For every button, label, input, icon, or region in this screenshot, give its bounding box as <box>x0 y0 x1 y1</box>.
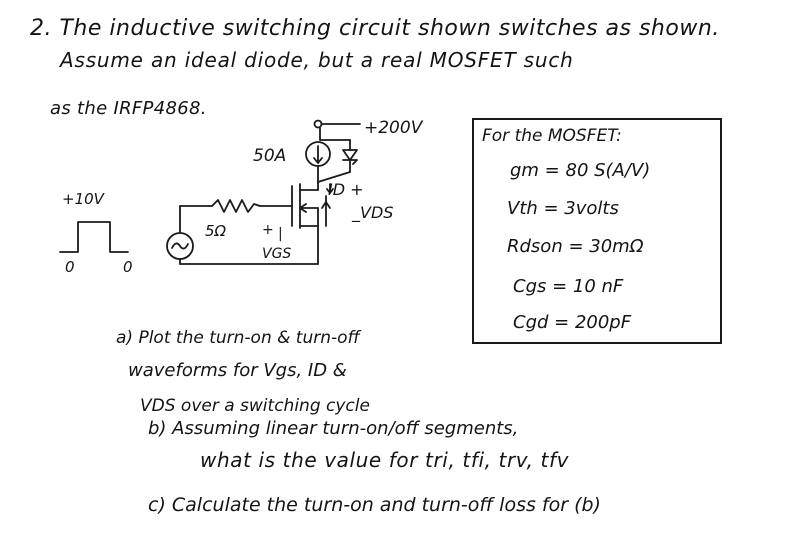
question-a-line-1: a) Plot the turn-on & turn-off <box>116 328 360 348</box>
problem-line-1: 2. The inductive switching circuit shown… <box>30 16 720 41</box>
gate-resistor-label: 5Ω <box>205 222 227 240</box>
question-a-line-3: VDS over a switching cycle <box>140 396 370 416</box>
gate-drive-voltage-label: +10V <box>62 190 104 208</box>
problem-line-3: as the IRFP4868. <box>50 98 207 119</box>
param-cgd: Cgd = 200pF <box>513 312 632 333</box>
parameter-box-title: For the MOSFET: <box>482 126 622 146</box>
param-cgs: Cgs = 10 nF <box>513 276 624 297</box>
question-b-line-2: what is the value for tri, tfi, trv, tfv <box>200 448 570 472</box>
current-source-icon <box>305 141 331 167</box>
question-c-line-1: c) Calculate the turn-on and turn-off lo… <box>148 494 601 516</box>
problem-line-2: Assume an ideal diode, but a real MOSFET… <box>60 48 574 72</box>
pulse-low-right-label: 0 <box>123 258 133 276</box>
supply-terminal-icon <box>313 119 323 129</box>
param-rdson: Rdson = 30mΩ <box>507 236 644 257</box>
param-vth: Vth = 3volts <box>507 198 619 219</box>
mosfet-parameter-box <box>472 118 722 344</box>
drain-current-label: ID + <box>328 180 364 199</box>
question-b-line-1: b) Assuming linear turn-on/off segments, <box>148 418 519 439</box>
gate-resistor-icon <box>211 199 261 213</box>
vgs-minus-sign: | <box>278 226 283 242</box>
vgs-plus-sign: + <box>262 222 274 238</box>
wire-diode-to-drain <box>317 171 351 183</box>
diode-icon <box>342 139 358 173</box>
vds-label: _VDS <box>352 203 394 222</box>
vgs-label: VGS <box>262 246 292 262</box>
gate-pulse-icon <box>59 221 129 253</box>
supply-label: +200V <box>364 118 423 138</box>
pulse-low-left-label: 0 <box>65 258 75 276</box>
current-source-label: 50A <box>253 146 287 166</box>
voltage-source-icon <box>166 232 194 260</box>
question-a-line-2: waveforms for Vgs, ID & <box>128 360 347 381</box>
param-gm: gm = 80 S(A/V) <box>510 160 651 181</box>
mosfet-icon <box>291 181 331 241</box>
